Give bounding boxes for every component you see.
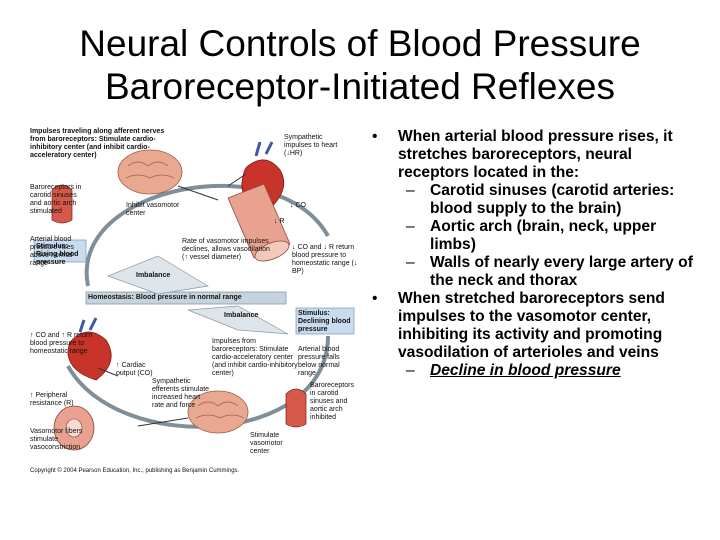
r-decrease-label: ↓ R xyxy=(274,218,285,225)
homeostasis-label: Homeostasis: Blood pressure in normal ra… xyxy=(88,294,242,301)
bullet-marker: • xyxy=(372,290,378,307)
stimulus-rising-label: Stimulus: Rising blood pressure xyxy=(36,243,79,266)
title-line-1: Neural Controls of Blood Pressure xyxy=(79,23,641,64)
vasomotor-rate-label: Rate of vasomotor impulses declines, all… xyxy=(182,238,270,261)
carotid-bottom-shape xyxy=(285,388,307,428)
stimulate-vasomotor-label: Stimulate vasomotor center xyxy=(250,432,283,455)
cycle-arrow-top xyxy=(84,183,330,287)
afferent-note: Impulses traveling along afferent nerves… xyxy=(30,128,165,159)
imbalance-arrow-bottom-shape xyxy=(187,305,289,335)
co-r-increase-label: ↑ CO and ↑ R return blood pressure to ho… xyxy=(30,332,93,355)
sub-bullet-1: – Carotid sinuses (carotid arteries: blo… xyxy=(366,182,706,218)
sub-bullet-4: – Decline in blood pressure xyxy=(366,362,706,380)
slide-title: Neural Controls of Blood Pressure Barore… xyxy=(0,22,720,108)
imbalance-top-label: Imbalance xyxy=(136,272,171,279)
bullet-marker: • xyxy=(372,128,378,145)
heart-bottom-shape xyxy=(67,331,112,381)
peripheral-resistance-label: ↑ Peripheral resistance (R) xyxy=(30,392,74,407)
bullet-1-text: When arterial blood pressure rises, it s… xyxy=(398,128,673,181)
cardiac-output-label: ↑ Cardiac output (CO) xyxy=(116,362,153,377)
dash-marker: – xyxy=(406,218,415,235)
arterial-rises-label: Arterial blood pressure rises above norm… xyxy=(30,236,74,267)
sympathetic-top-label: Sympathetic impulses to heart (↓HR) xyxy=(284,134,338,157)
baroreceptors-inhibited-label: Baroreceptors in carotid sinuses and aor… xyxy=(310,382,354,421)
dash-marker: – xyxy=(406,182,415,199)
sub-bullet-4-text: Decline in blood pressure xyxy=(430,362,621,379)
diagram-graphics xyxy=(33,141,355,451)
carotid-top-shape xyxy=(51,184,73,224)
brain-bottom-shape xyxy=(187,390,249,434)
title-line-2: Baroreceptor-Initiated Reflexes xyxy=(104,66,616,107)
homeostasis-bar-shape xyxy=(85,291,287,305)
sub-bullet-1-text: Carotid sinuses (carotid arteries: blood… xyxy=(430,182,675,217)
bullet-list: • When arterial blood pressure rises, it… xyxy=(366,128,706,380)
stimulus-declining-box-shape xyxy=(295,307,355,335)
sub-bullet-2-text: Aortic arch (brain, neck, upper limbs) xyxy=(430,218,657,253)
dash-marker: – xyxy=(406,362,415,379)
baroreflex-diagram: Impulses traveling along afferent nerves… xyxy=(28,126,360,480)
sub-bullet-2: – Aortic arch (brain, neck, upper limbs) xyxy=(366,218,706,254)
impulses-baroreceptors-label: Impulses from baroreceptors: Stimulate c… xyxy=(212,338,298,377)
sub-bullet-3: – Walls of nearly every large artery of … xyxy=(366,254,706,290)
copyright-label: Copyright © 2004 Pearson Education, Inc.… xyxy=(30,468,240,474)
baroreceptors-stimulated-label: Baroreceptors in carotid sinuses and aor… xyxy=(30,184,82,215)
brain-top-shape xyxy=(117,149,183,195)
imbalance-arrow-top-shape xyxy=(107,255,210,295)
co-r-return-label: ↓ CO and ↓ R return blood pressure to ho… xyxy=(292,244,358,275)
dash-marker: – xyxy=(406,254,415,271)
vasomotor-fibers-label: Vasomotor fibers stimulate vasoconstrict… xyxy=(30,428,83,451)
arterial-falls-label: Arterial blood pressure falls below norm… xyxy=(298,346,340,377)
sub-bullet-3-text: Walls of nearly every large artery of th… xyxy=(430,254,693,289)
bullet-1: • When arterial blood pressure rises, it… xyxy=(366,128,706,182)
vessel-top-shape xyxy=(227,183,291,259)
stimulus-rising-box-shape xyxy=(33,239,87,263)
imbalance-bottom-label: Imbalance xyxy=(224,312,259,319)
co-decrease-label: ↓ CO xyxy=(290,202,306,209)
bullet-2-text: When stretched baroreceptors send impuls… xyxy=(398,290,665,361)
inhibit-vasomotor-label: Inhibit vasomotor center xyxy=(126,202,180,217)
sympathetic-efferents-label: Sympathetic efferents stimulate increase… xyxy=(152,378,210,409)
bullet-2: • When stretched baroreceptors send impu… xyxy=(366,290,706,362)
stimulus-declining-label: Stimulus: Declining blood pressure xyxy=(298,310,351,333)
